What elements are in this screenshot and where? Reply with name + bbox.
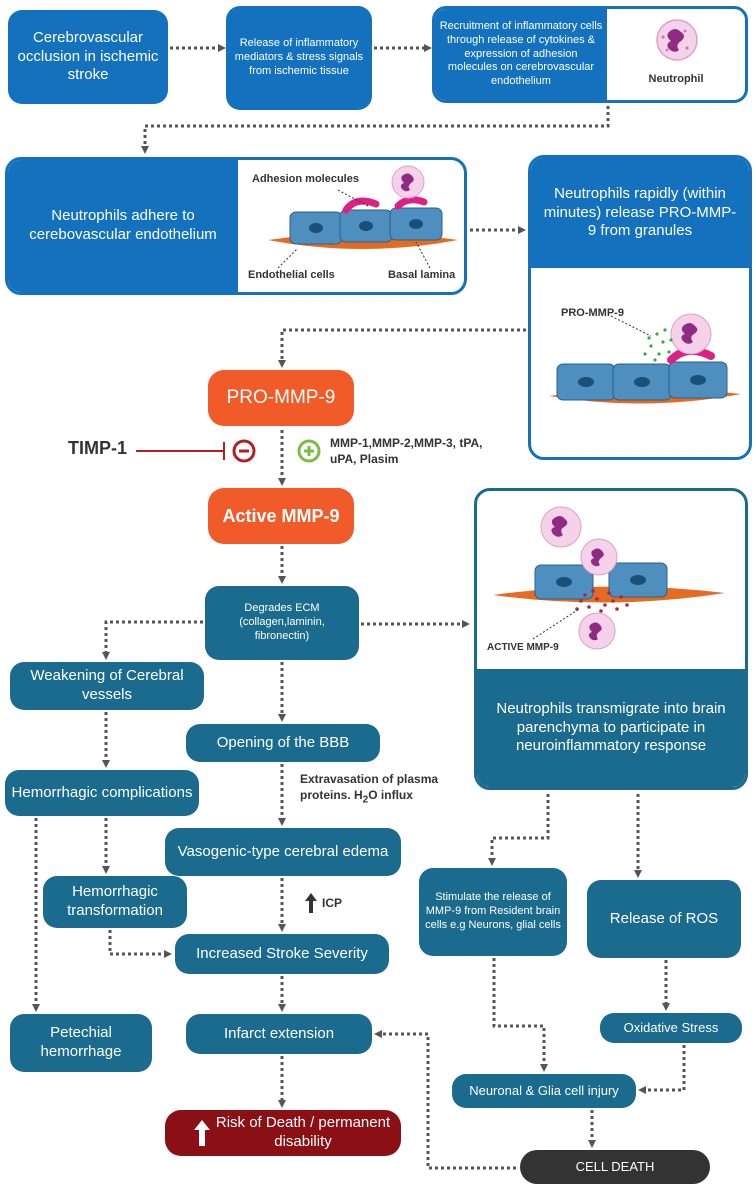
pro-mmp9-label: PRO-MMP-9 xyxy=(561,307,624,319)
pro-mmp9-box: PRO-MMP-9 xyxy=(208,370,354,426)
active-mmp9-text: Active MMP-9 xyxy=(222,505,340,526)
hemorrhagic-trans-box: Hemorrhagic transformation xyxy=(43,876,187,928)
recruitment-text-area: Recruitment of inflammatory cells throug… xyxy=(435,9,607,100)
degrades-text: Degrades ECM (collagen,laminin, fibronec… xyxy=(239,602,325,642)
cell-death-box: CELL DEATH xyxy=(520,1150,710,1184)
basal-lamina-label: Basal lamina xyxy=(388,269,456,281)
release-illustration: PRO-MMP-9 xyxy=(531,268,749,457)
pro-mmp9-text: PRO-MMP-9 xyxy=(226,387,336,408)
stimulate-text: Stimulate the release of MMP-9 from Resi… xyxy=(425,891,561,931)
active-mmp9-box: Active MMP-9 xyxy=(208,488,354,544)
adhesion-molecules-label: Adhesion molecules xyxy=(252,173,359,185)
extravasation-part1: Extravasation of plasma proteins. H xyxy=(300,772,439,802)
transmigrate-text: Neutrophils transmigrate into brain pare… xyxy=(496,699,726,755)
connector-recruitment-to-adhere xyxy=(141,106,610,154)
weakening-text: Weakening of Cerebral vessels xyxy=(30,667,184,703)
activators-label: MMP-1,MMP-2,MMP-3, tPA, uPA, Plasim xyxy=(330,436,483,466)
extravasation-label: Extravasation of plasma proteins. H2O in… xyxy=(300,772,470,806)
severity-text: Increased Stroke Severity xyxy=(196,944,368,962)
hemorrhagic-comp-text: Hemorrhagic complications xyxy=(11,783,193,801)
timp1-label: TIMP-1 xyxy=(68,438,128,458)
transmigrate-text-area: Neutrophils transmigrate into brain pare… xyxy=(477,669,745,787)
degrades-box: Degrades ECM (collagen,laminin, fibronec… xyxy=(205,586,359,660)
neutrophil-label: Neutrophil xyxy=(648,73,704,85)
occlusion-box: Cerebrovascular occlusion in ischemic st… xyxy=(8,10,168,104)
recruitment-box: Recruitment of inflammatory cells throug… xyxy=(432,6,748,103)
neutrophil-legend: Neutrophil xyxy=(607,9,745,100)
activation-mark xyxy=(297,439,321,463)
transmigration-figure xyxy=(493,506,725,650)
connector-panel-to-stimulate xyxy=(488,794,550,866)
vasogenic-text: Vasogenic-type cerebral edema xyxy=(177,842,389,860)
weakening-box: Weakening of Cerebral vessels xyxy=(10,662,204,710)
ros-text: Release of ROS xyxy=(609,909,719,927)
cell-death-text: CELL DEATH xyxy=(575,1158,655,1174)
mediators-text: Release of inflammatory mediators & stre… xyxy=(234,37,364,77)
hemorrhagic-comp-box: Hemorrhagic complications xyxy=(5,770,199,816)
release-pro-text-area: Neutrophils rapidly (within minutes) rel… xyxy=(531,158,749,268)
connector-degrades-to-weakening xyxy=(102,620,203,660)
severity-box: Increased Stroke Severity xyxy=(175,934,389,974)
icp-up-arrow xyxy=(305,893,317,913)
connector-celldeath-to-infarct xyxy=(374,1030,516,1170)
neuronal-injury-box: Neuronal & Glia cell injury xyxy=(452,1074,636,1108)
infarct-text: Infarct extension xyxy=(223,1024,335,1042)
recruitment-text: Recruitment of inflammatory cells throug… xyxy=(439,20,603,88)
hemorrhagic-trans-text: Hemorrhagic transformation xyxy=(67,883,163,919)
connector-release-to-pro xyxy=(278,328,526,368)
ros-box: Release of ROS xyxy=(587,880,741,958)
extravasation-part2: O influx xyxy=(368,787,413,802)
adhesion-illustration: Adhesion molecules Endothelial cells Bas… xyxy=(238,160,464,292)
risk-up-arrow xyxy=(194,1120,210,1146)
connector-stimulate-to-neuronal xyxy=(492,958,548,1072)
release-pro-text: Neutrophils rapidly (within minutes) rel… xyxy=(543,184,737,240)
connector-transformation-to-severity xyxy=(108,930,172,958)
risk-text: Risk of Death / permanent disability xyxy=(215,1114,391,1150)
inhibition-mark xyxy=(136,439,256,463)
oxidative-text: Oxidative Stress xyxy=(623,1019,719,1035)
risk-box: Risk of Death / permanent disability xyxy=(165,1110,401,1156)
neutrophil-icon xyxy=(656,19,698,61)
vasogenic-box: Vasogenic-type cerebral edema xyxy=(165,828,401,876)
adhere-text-area: Neutrophils adhere to cerebovascular end… xyxy=(8,160,238,292)
petechial-box: Petechial hemorrhage xyxy=(10,1014,152,1072)
release-figure xyxy=(549,313,741,404)
opening-bbb-box: Opening of the BBB xyxy=(186,724,380,762)
extravasation-subscript: 2 xyxy=(362,793,369,805)
infarct-box: Infarct extension xyxy=(186,1014,372,1054)
opening-bbb-text: Opening of the BBB xyxy=(216,733,350,751)
adhere-box: Neutrophils adhere to cerebovascular end… xyxy=(5,157,467,295)
icp-label: ICP xyxy=(322,896,343,910)
transmigrate-panel: ACTIVE MMP-9 Neutrophils transmigrate in… xyxy=(474,488,748,790)
oxidative-box: Oxidative Stress xyxy=(600,1013,742,1043)
occlusion-text: Cerebrovascular occlusion in ischemic st… xyxy=(17,28,159,84)
stimulate-box: Stimulate the release of MMP-9 from Resi… xyxy=(419,868,567,956)
adhere-text: Neutrophils adhere to cerebovascular end… xyxy=(29,207,217,243)
adhesion-figure xyxy=(268,165,458,269)
neuronal-injury-text: Neuronal & Glia cell injury xyxy=(469,1082,619,1098)
endothelial-cells-label: Endothelial cells xyxy=(248,269,335,281)
petechial-text: Petechial hemorrhage xyxy=(40,1024,122,1060)
connector-oxidative-to-neuronal xyxy=(638,1045,686,1094)
release-pro-box: Neutrophils rapidly (within minutes) rel… xyxy=(528,155,752,460)
active-mmp9-label: ACTIVE MMP-9 xyxy=(487,642,559,653)
mediators-box: Release of inflammatory mediators & stre… xyxy=(226,6,372,110)
